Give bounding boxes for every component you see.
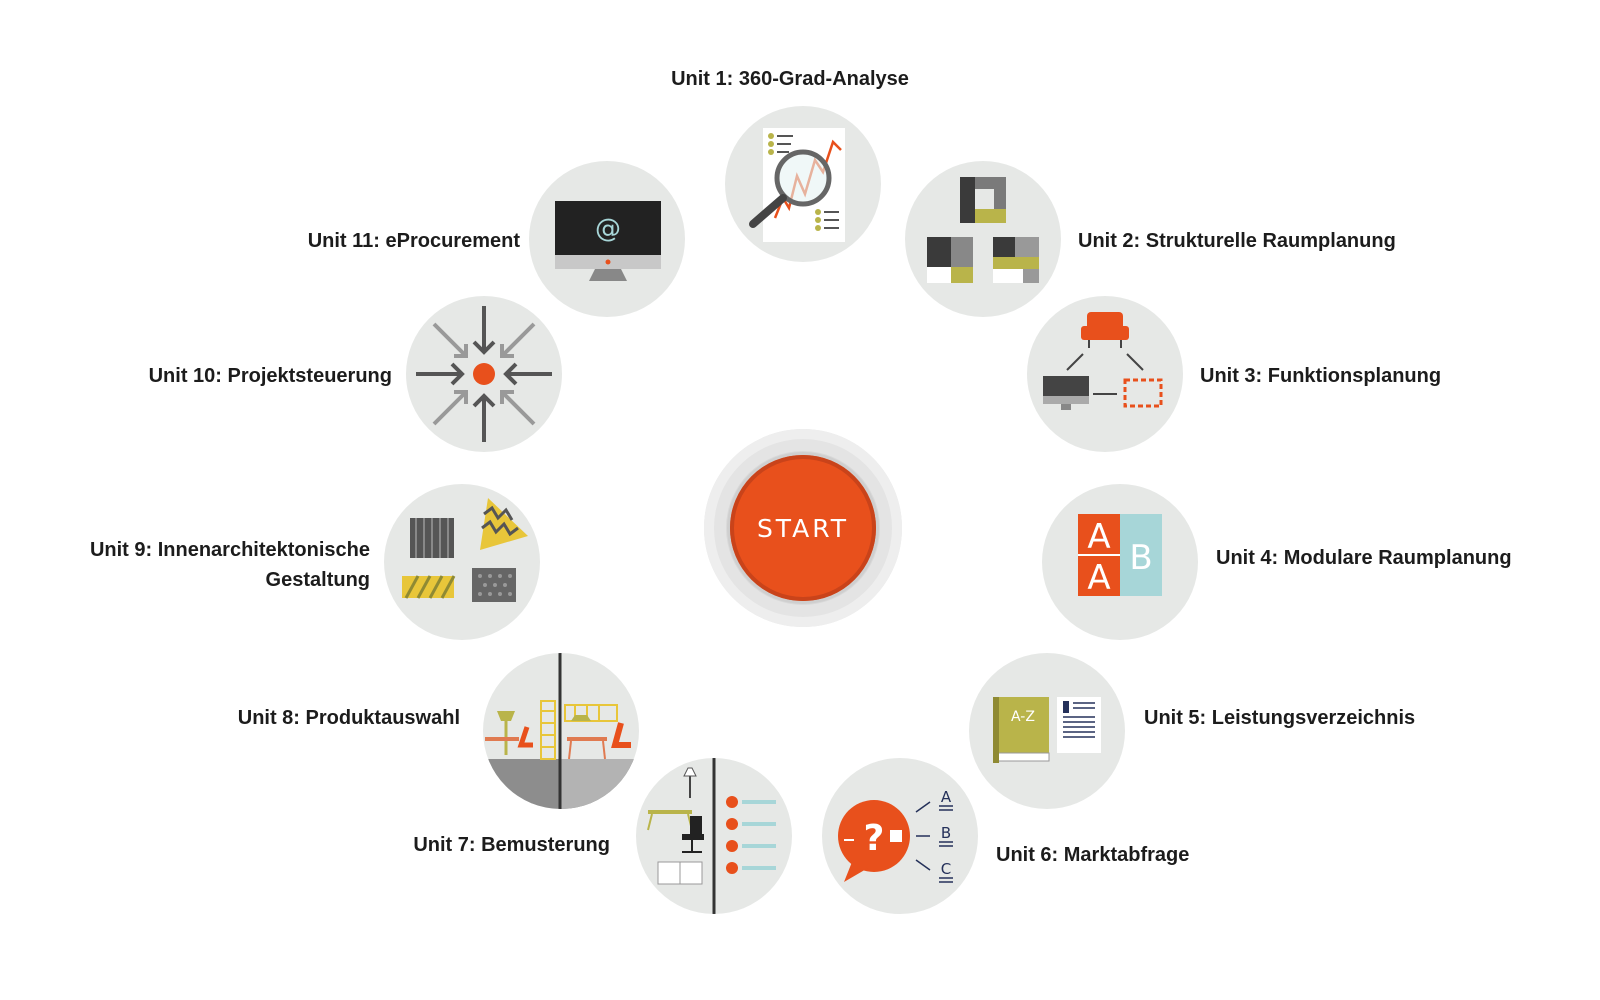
start-button[interactable]: START bbox=[730, 455, 876, 601]
module-letter-b: B bbox=[1129, 538, 1152, 578]
floor-plan-blocks-icon bbox=[927, 177, 1039, 283]
module-letter-a2: A bbox=[1087, 558, 1110, 598]
unit-9-label-line-1: Unit 9: Innenarchitektonische bbox=[89, 539, 370, 561]
unit-4-label: Unit 4: Modulare Raumplanung bbox=[1216, 547, 1512, 569]
unit-6-node[interactable]: ? A B C bbox=[822, 758, 978, 914]
modules-ab-icon: A A B bbox=[1078, 514, 1162, 598]
unit-9-label-line-2: Gestaltung bbox=[265, 569, 370, 591]
unit-9-label: Unit 9: Innenarchitektonische Gestaltung bbox=[40, 535, 370, 595]
option-b: B bbox=[941, 824, 951, 842]
unit-7-node[interactable] bbox=[636, 758, 792, 914]
unit-6-label: Unit 6: Marktabfrage bbox=[996, 844, 1190, 866]
unit-2-label: Unit 2: Strukturelle Raumplanung bbox=[1078, 230, 1396, 252]
option-c: C bbox=[941, 860, 951, 878]
unit-1-label: Unit 1: 360-Grad-Analyse bbox=[671, 68, 909, 90]
unit-1-node[interactable] bbox=[725, 106, 881, 262]
unit-3-label: Unit 3: Funktionsplanung bbox=[1200, 365, 1442, 387]
unit-8-label: Unit 8: Produktauswahl bbox=[237, 707, 460, 729]
furniture-network-icon bbox=[1043, 312, 1163, 410]
unit-7-label: Unit 7: Bemusterung bbox=[413, 834, 610, 856]
option-a: A bbox=[941, 788, 952, 806]
unit-2-node[interactable] bbox=[905, 161, 1061, 317]
svg-text:?: ? bbox=[864, 818, 885, 859]
question-bubble-icon: ? A B C bbox=[838, 788, 953, 883]
magnifier-chart-icon bbox=[749, 128, 845, 242]
unit-4-node[interactable]: A A B bbox=[1042, 484, 1198, 640]
office-interior-icon bbox=[483, 653, 639, 809]
book-document-icon: A-Z bbox=[993, 697, 1101, 763]
unit-10-label: Unit 10: Projektsteuerung bbox=[148, 365, 392, 387]
unit-8-node[interactable] bbox=[483, 653, 639, 809]
monitor-at-icon: @ bbox=[555, 201, 661, 281]
unit-5-label: Unit 5: Leistungsverzeichnis bbox=[1144, 707, 1416, 729]
unit-5-node[interactable]: A-Z bbox=[969, 653, 1125, 809]
book-cover-text: A-Z bbox=[1011, 709, 1035, 725]
material-swatches-icon bbox=[402, 498, 528, 602]
unit-9-node[interactable] bbox=[384, 484, 540, 640]
unit-11-node[interactable]: @ bbox=[529, 161, 685, 317]
sample-list-icon bbox=[647, 758, 776, 914]
unit-11-label: Unit 11: eProcurement bbox=[307, 230, 520, 252]
module-letter-a1: A bbox=[1087, 517, 1110, 557]
unit-3-node[interactable] bbox=[1027, 296, 1183, 452]
unit-10-node[interactable] bbox=[406, 296, 562, 452]
at-sign: @ bbox=[595, 214, 621, 244]
converging-arrows-icon bbox=[416, 306, 552, 442]
